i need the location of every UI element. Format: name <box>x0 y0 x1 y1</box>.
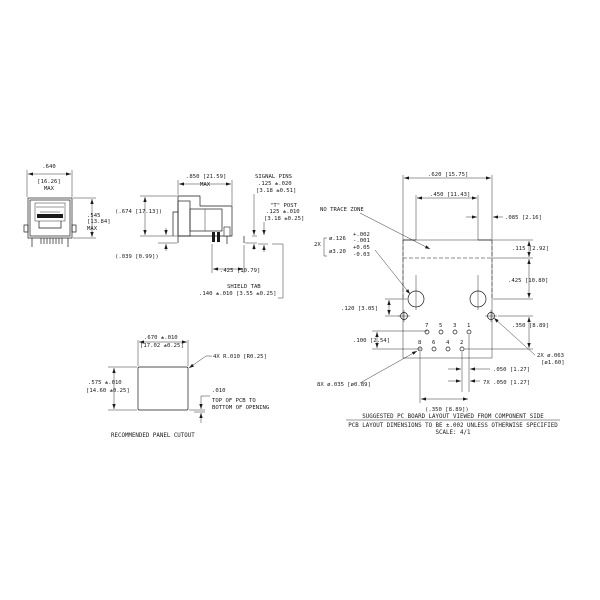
pcb-dim-100: .100 [2.54] <box>353 338 390 344</box>
pin-number: 6 <box>432 340 435 346</box>
cutout-height-in: .575 ±.010 <box>88 380 122 386</box>
mount-hole-line2: [ø1.60] <box>541 360 565 366</box>
cutout-opening <box>137 366 189 411</box>
side-height: (.674 [17.13]) <box>115 209 162 215</box>
front-height-mm: [13.84] <box>87 219 111 225</box>
pin-number: 5 <box>439 323 442 329</box>
front-width-mm: [16.26] <box>37 179 61 185</box>
signal-pin-holes <box>417 329 472 352</box>
pin-number: 3 <box>453 323 456 329</box>
pin-number: 1 <box>467 323 470 329</box>
pcb-overall-width: .620 [15.75] <box>428 172 468 178</box>
side-view: .850 [21.59] MAX (.674 [17.13]) (.039 [0… <box>115 174 304 299</box>
cutout-height-mm: [14.60 ±0.25] <box>86 388 130 394</box>
cutout-radius: 4X R.010 [R0.25] <box>213 354 267 360</box>
cutout-offset: .010 <box>212 388 225 394</box>
pin-number: 8 <box>418 340 422 346</box>
pcb-caption-line2: PCB LAYOUT DIMENSIONS TO BE ±.002 UNLESS… <box>348 423 558 429</box>
pcb-dim-115: .115 [2.92] <box>512 246 549 252</box>
post-in: .125 ±.010 <box>266 209 300 215</box>
cutout-width-mm: [17.02 ±0.25] <box>140 343 184 349</box>
pcb-dim-350-bottom: (.350 [8.89]) <box>425 407 469 413</box>
shield-tab-value: .140 ±.010 [3.55 ±0.25] <box>199 291 276 297</box>
pcb-dim-050: .050 [1.27] <box>493 367 530 373</box>
cutout-caption: RECOMMENDED PANEL CUTOUT <box>111 433 195 439</box>
shield-tab-label: SHIELD TAB <box>227 284 261 290</box>
no-trace-zone-label: NO TRACE ZONE <box>320 207 364 213</box>
pcb-pitch: 7X .050 [1.27] <box>483 380 530 386</box>
post-label: "T" POST <box>270 203 298 209</box>
post-hole-count: 2X <box>314 242 321 248</box>
post-hole-mm-tol-plus: +0.05 <box>353 245 370 251</box>
front-width-in: .640 <box>42 164 55 170</box>
pcb-caption-line1: SUGGESTED PC BOARD LAYOUT VIEWED FROM CO… <box>362 414 544 420</box>
side-depth-note: MAX <box>200 182 211 188</box>
pcb-dim-425: .425 [10.80] <box>508 278 548 284</box>
cutout-width-in: .670 ±.010 <box>144 335 178 341</box>
front-height-note: MAX <box>87 226 98 232</box>
mount-hole-line1: 2X ø.063 <box>537 353 564 359</box>
front-height-in: .545 <box>87 213 100 219</box>
panel-cutout: .670 ±.010 [17.02 ±0.25] 4X R.010 [R0.25… <box>86 335 270 439</box>
pcb-caption-line3: SCALE: 4/1 <box>436 430 471 436</box>
post-mm: [3.18 ±0.25] <box>264 216 304 222</box>
pcb-dim-350-right: .350 [8.89] <box>512 323 549 329</box>
side-depth: .850 [21.59] <box>186 174 226 180</box>
pcb-dim-120: .120 [3.05] <box>341 306 378 312</box>
pin-number: 4 <box>446 340 450 346</box>
post-hole-mm: ø3.20 <box>329 249 346 255</box>
cutout-note-line1: TOP OF PCB TO <box>212 398 256 404</box>
post-hole-tol-minus: -.001 <box>353 238 370 244</box>
front-view-body <box>23 197 77 247</box>
side-standoff: (.039 [0.99]) <box>115 254 159 260</box>
pin-number: 7 <box>425 323 428 329</box>
post-hole-mm-tol-minus: -0.03 <box>353 252 370 258</box>
signal-holes-label: 8X ø.035 [ø0.89] <box>317 382 371 388</box>
post-hole-in: ø.126 <box>329 236 346 242</box>
post-hole-tol-plus: +.002 <box>353 232 370 238</box>
side-view-body <box>172 195 245 244</box>
pcb-edge-offset: .085 [2.16] <box>505 215 542 221</box>
signal-pins-in: .125 ±.020 <box>258 181 292 187</box>
front-width-note: MAX <box>44 186 55 192</box>
signal-pins-mm: [3.18 ±0.51] <box>256 188 296 194</box>
pin-offset: .425 [10.79] <box>220 268 260 274</box>
pin-number: 2 <box>460 340 463 346</box>
pcb-post-spacing: .450 [11.43] <box>430 192 470 198</box>
front-view: .640 [16.26] MAX <box>23 164 111 247</box>
cutout-note-line2: BOTTOM OF OPENING <box>212 405 270 411</box>
signal-pins-label: SIGNAL PINS <box>255 174 292 180</box>
pcb-layout: .620 [15.75] .450 [11.43] .085 [2.16] NO… <box>314 172 565 436</box>
